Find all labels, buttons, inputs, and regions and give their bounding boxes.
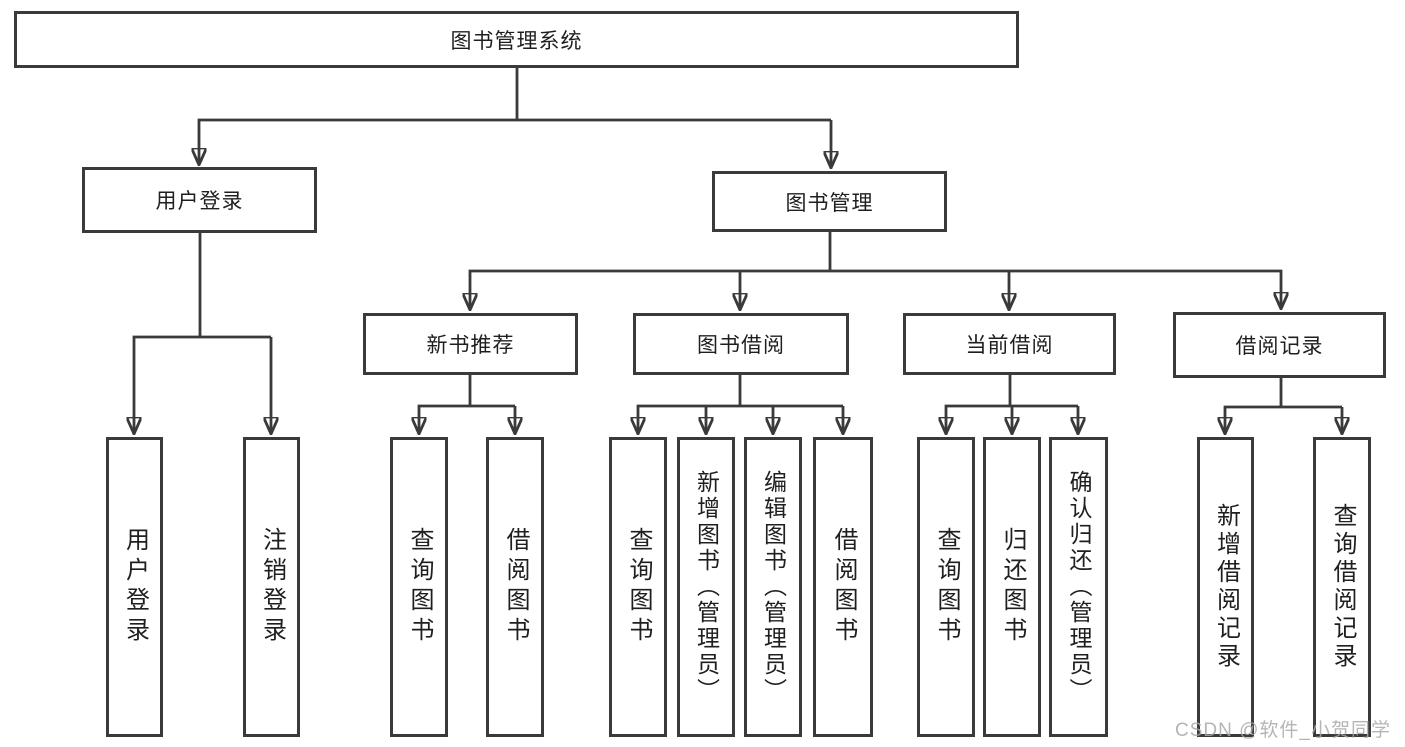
leaf-logout: 注销登录 <box>243 437 300 737</box>
node-new-book-recommend: 新书推荐 <box>363 313 578 375</box>
node-book-borrowing-label: 图书借阅 <box>697 334 785 357</box>
leaf-nb-borrow-books-label: 借阅图书 <box>502 527 529 647</box>
leaf-cb-return-books-label: 归还图书 <box>999 527 1026 647</box>
leaf-bb-add-books-admin: 新增图书（管理员） <box>677 437 735 737</box>
leaf-cb-return-books: 归还图书 <box>983 437 1041 737</box>
node-borrowing-records: 借阅记录 <box>1173 312 1386 378</box>
node-new-book-recommend-label: 新书推荐 <box>426 334 515 357</box>
node-current-borrowing: 当前借阅 <box>903 313 1116 375</box>
leaf-cb-confirm-return-admin: 确认归还（管理员） <box>1049 437 1108 737</box>
leaf-br-query-record: 查询借阅记录 <box>1313 437 1371 737</box>
leaf-br-query-record-label: 查询借阅记录 <box>1329 503 1356 671</box>
leaf-bb-edit-books-admin: 编辑图书（管理员） <box>744 437 802 737</box>
leaf-nb-query-books: 查询图书 <box>390 437 448 737</box>
leaf-cb-query-books: 查询图书 <box>917 437 975 737</box>
leaf-bb-query-books: 查询图书 <box>609 437 667 737</box>
leaf-bb-add-books-admin-label: 新增图书（管理员） <box>693 470 720 704</box>
node-user-login-branch: 用户登录 <box>82 167 317 233</box>
node-book-management-label: 图书管理 <box>785 191 874 215</box>
node-book-management: 图书管理 <box>712 171 947 232</box>
leaf-logout-label: 注销登录 <box>258 527 286 647</box>
leaf-nb-borrow-books: 借阅图书 <box>486 437 544 737</box>
leaf-cb-query-books-label: 查询图书 <box>933 527 960 647</box>
node-library-system-label: 图书管理系统 <box>450 29 583 53</box>
leaf-user-login-label: 用户登录 <box>121 527 149 647</box>
node-book-borrowing: 图书借阅 <box>633 313 849 375</box>
node-current-borrowing-label: 当前借阅 <box>965 334 1054 357</box>
csdn-watermark: CSDN @软件_小贺同学 <box>1175 720 1391 741</box>
node-user-login-branch-label: 用户登录 <box>155 190 244 213</box>
leaf-bb-borrow-books-label: 借阅图书 <box>830 527 857 647</box>
leaf-cb-confirm-return-admin-label: 确认归还（管理员） <box>1066 470 1092 704</box>
leaf-bb-borrow-books: 借阅图书 <box>813 437 873 737</box>
node-library-system: 图书管理系统 <box>14 11 1019 68</box>
leaf-br-add-record-label: 新增借阅记录 <box>1212 503 1240 671</box>
leaf-bb-edit-books-admin-label: 编辑图书（管理员） <box>760 470 787 704</box>
leaf-br-add-record: 新增借阅记录 <box>1197 437 1254 737</box>
leaf-user-login: 用户登录 <box>106 437 163 737</box>
node-borrowing-records-label: 借阅记录 <box>1235 335 1324 358</box>
leaf-nb-query-books-label: 查询图书 <box>406 527 433 647</box>
leaf-bb-query-books-label: 查询图书 <box>625 527 652 647</box>
